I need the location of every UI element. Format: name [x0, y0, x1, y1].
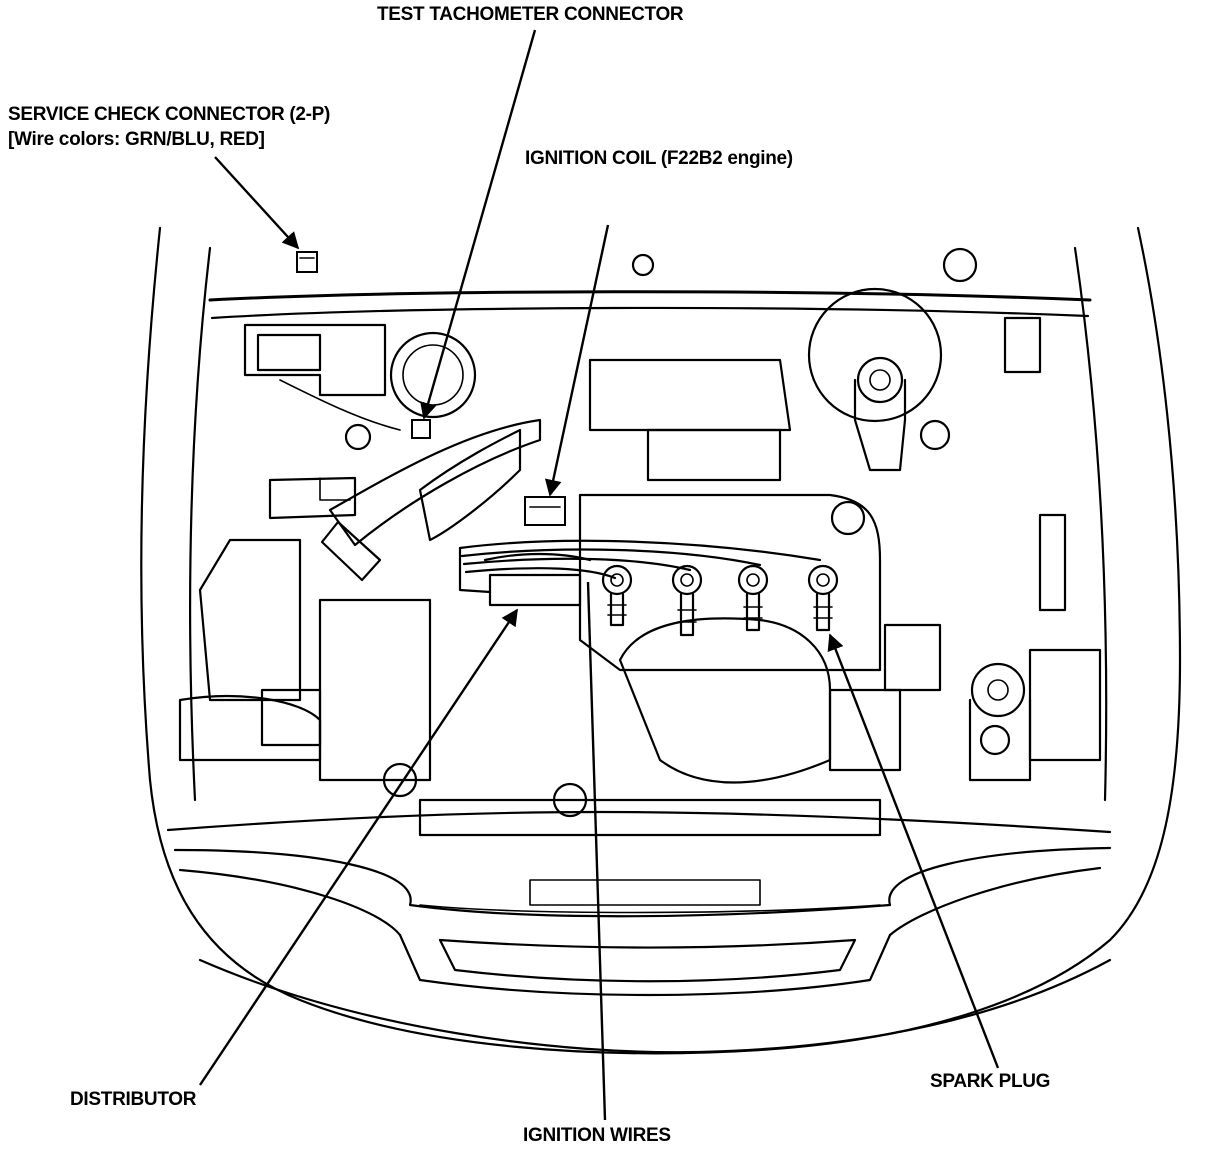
- label-distributor: DISTRIBUTOR: [70, 1089, 197, 1110]
- spark-plug-4: [807, 564, 839, 632]
- spark-plugs: [601, 564, 839, 637]
- service-check-connector-icon: [296, 251, 318, 273]
- spark-plug-2: [671, 564, 703, 637]
- label-ignition-wires: IGNITION WIRES: [523, 1125, 671, 1146]
- leader-spark-plug: [827, 633, 1000, 1069]
- label-test-tachometer-connector: TEST TACHOMETER CONNECTOR: [377, 4, 684, 25]
- leader-service-check: [214, 156, 300, 250]
- test-tach-connector-icon: [411, 419, 431, 439]
- leader-ignition-coil: [544, 224, 610, 497]
- spark-plug-1: [601, 564, 633, 627]
- ignition-wires: [458, 539, 822, 594]
- spark-plug-3: [737, 564, 769, 632]
- label-service-check-connector: SERVICE CHECK CONNECTOR (2-P): [8, 104, 331, 125]
- label-spark-plug: SPARK PLUG: [930, 1071, 1051, 1092]
- leader-test-tach: [420, 29, 537, 420]
- leader-lines: [199, 29, 1000, 1121]
- leader-ignition-wires: [586, 581, 607, 1121]
- front-bumper-grille: [166, 810, 1112, 1054]
- label-service-check-wire-colors: [Wire colors: GRN/BLU, RED]: [8, 129, 265, 150]
- engine-components: [178, 247, 1102, 837]
- leader-distributor: [199, 608, 518, 1086]
- label-ignition-coil: IGNITION COIL (F22B2 engine): [525, 148, 793, 169]
- car-body-outline: [140, 226, 1182, 1055]
